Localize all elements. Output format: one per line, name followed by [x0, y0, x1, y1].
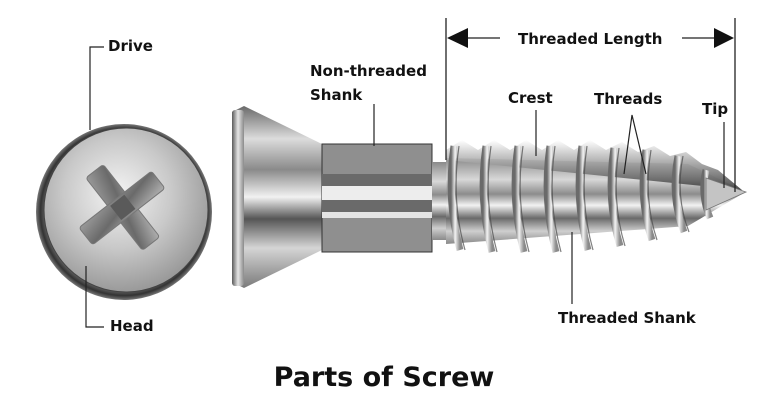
label-threaded-length: Threaded Length [518, 30, 663, 48]
label-head: Head [110, 317, 154, 335]
label-tip: Tip [702, 100, 729, 118]
leader-lines [85, 46, 725, 328]
label-drive: Drive [108, 37, 153, 55]
label-non-threaded-shank-line1: Non-threaded [310, 62, 427, 80]
label-threaded-shank: Threaded Shank [558, 309, 696, 327]
arrow-left-icon [447, 28, 468, 48]
screw-head-side-view [232, 106, 322, 288]
threaded-shank-body [446, 140, 748, 253]
non-threaded-shank-body [321, 143, 448, 253]
label-crest: Crest [508, 89, 553, 107]
label-threads: Threads [594, 90, 663, 108]
label-non-threaded-shank-line2: Shank [310, 86, 363, 104]
screw-head-top-view [36, 124, 212, 300]
phillips-drive-recess [79, 165, 165, 250]
threaded-length-dimension [445, 18, 736, 192]
arrow-right-icon [714, 28, 734, 48]
diagram-title: Parts of Screw [273, 362, 495, 393]
